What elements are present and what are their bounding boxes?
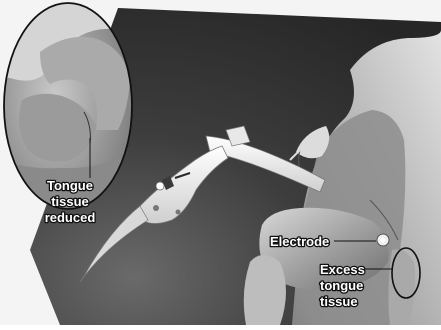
excess-label-line3: tissue bbox=[320, 294, 358, 309]
excess-label-line1: Excess bbox=[320, 262, 365, 277]
excess-label-line2: tongue bbox=[320, 278, 363, 293]
inset-label-line2: tissue bbox=[51, 194, 89, 209]
inset-label-line1: Tongue bbox=[47, 178, 93, 193]
inset-label-line3: reduced bbox=[45, 210, 96, 225]
electrode-label: Electrode bbox=[270, 234, 329, 249]
electrode-marker bbox=[377, 234, 389, 246]
